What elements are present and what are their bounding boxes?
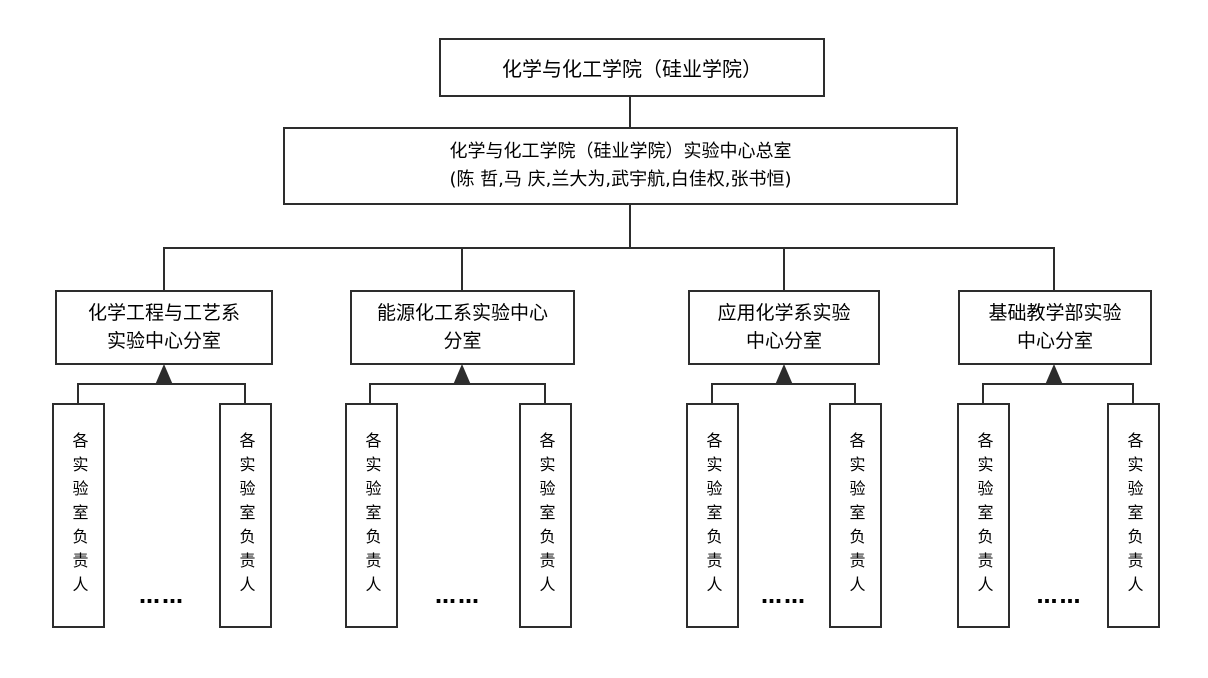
connector-group-2 <box>369 383 546 404</box>
ellipsis-label: …… <box>1036 584 1083 608</box>
org-box-college: 化学与化工学院（硅业学院） <box>439 38 825 97</box>
leaf-box: 各实验室负责人 <box>1107 403 1160 628</box>
connector-group-1 <box>77 383 246 404</box>
leaf-label: 各实验室负责人 <box>69 431 89 600</box>
leaf-box: 各实验室负责人 <box>957 403 1010 628</box>
branch-box-applied-chemistry: 应用化学系实验 中心分室 <box>688 290 880 365</box>
branch-box-chemical-engineering: 化学工程与工艺系 实验中心分室 <box>55 290 273 365</box>
leaf-box: 各实验室负责人 <box>345 403 398 628</box>
leaf-box: 各实验室负责人 <box>686 403 739 628</box>
branch-box-basic-teaching: 基础教学部实验 中心分室 <box>958 290 1152 365</box>
leaf-box: 各实验室负责人 <box>219 403 272 628</box>
arrow-up-icon <box>775 364 793 385</box>
leaf-label: 各实验室负责人 <box>236 431 256 600</box>
leaf-box: 各实验室负责人 <box>829 403 882 628</box>
ellipsis-label: …… <box>761 584 807 608</box>
leaf-label: 各实验室负责人 <box>703 431 723 600</box>
arrow-up-icon <box>1045 364 1063 385</box>
arrow-up-icon <box>453 364 471 385</box>
org-box-lab-center: 化学与化工学院（硅业学院）实验中心总室 (陈 哲,马 庆,兰大为,武宇航,白佳权… <box>283 127 958 205</box>
leaf-label: 各实验室负责人 <box>362 431 382 600</box>
leaf-label: 各实验室负责人 <box>846 431 866 600</box>
ellipsis-label: …… <box>139 584 185 608</box>
leaf-box: 各实验室负责人 <box>519 403 572 628</box>
leaf-box: 各实验室负责人 <box>52 403 105 628</box>
arrow-up-icon <box>155 364 173 385</box>
leaf-label: 各实验室负责人 <box>1124 431 1144 600</box>
ellipsis-label: …… <box>435 584 481 608</box>
connector-group-3 <box>711 383 856 404</box>
branch-box-energy-chemical: 能源化工系实验中心 分室 <box>350 290 575 365</box>
leaf-label: 各实验室负责人 <box>974 431 994 600</box>
leaf-label: 各实验室负责人 <box>536 431 556 600</box>
connector-group-4 <box>982 383 1134 404</box>
